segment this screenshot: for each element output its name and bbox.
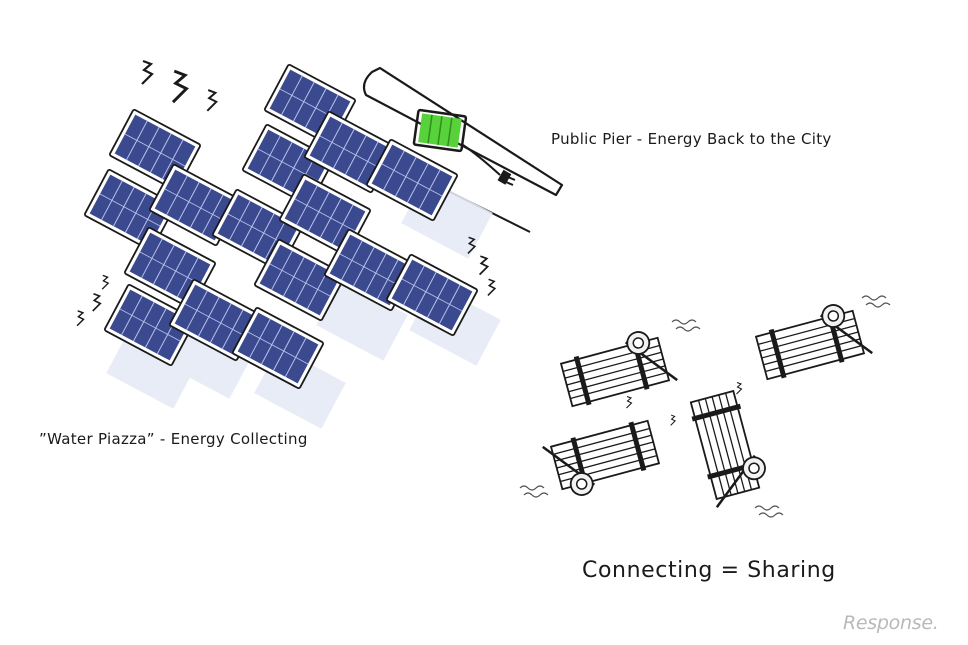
- lightning-bolt-icon: [91, 292, 102, 312]
- lightning-bolt-icon: [670, 414, 676, 426]
- lightning-bolt-icon: [101, 274, 109, 290]
- plug-icon: [462, 144, 516, 186]
- lightning-bolt-icon: [478, 255, 489, 276]
- lightning-bolt-icon: [487, 278, 496, 297]
- connected-rafts: [541, 296, 874, 509]
- lightning-bolt-icon: [171, 69, 188, 104]
- raft-module: [556, 323, 679, 411]
- connecting-sharing-label: Connecting = Sharing: [582, 558, 836, 583]
- pier-label: Public Pier - Energy Back to the City: [551, 130, 832, 148]
- lightning-bolt-icon: [76, 310, 85, 327]
- response-watermark: Response.: [843, 612, 939, 634]
- battery-icon: [412, 108, 468, 153]
- lightning-bolt-icon: [625, 395, 633, 409]
- raft-module: [751, 296, 874, 384]
- lightning-bolt-icon: [140, 59, 154, 86]
- lightning-bolt-icon: [206, 89, 218, 112]
- raft-module: [686, 386, 774, 509]
- raft-module: [541, 416, 664, 504]
- water-piazza-label: ”Water Piazza” - Energy Collecting: [39, 430, 308, 448]
- lightning-bolt-icon: [735, 381, 743, 395]
